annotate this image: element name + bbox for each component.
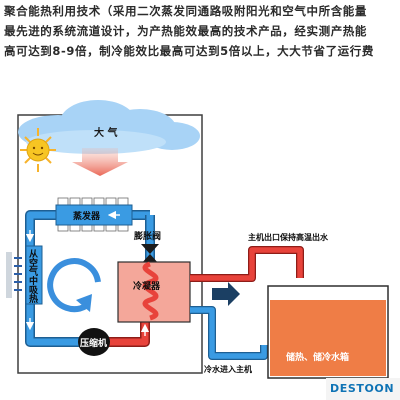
condenser-coil (142, 261, 159, 321)
intro-line-2: 最先进的系统流道设计，为产热能效最高的技术产品，经实测产热能 (4, 24, 367, 38)
intro-line-3: 高可达到8-9倍，制冷能效比最高可达到5倍以上，大大节省了运行费 (4, 44, 374, 58)
air-intake-label: 从 空 气 中 吸 热 (28, 249, 39, 305)
intro-line-1: 聚合能热利用技术（采用二次蒸发同通路吸附阳光和空气中所含能量 (4, 4, 367, 18)
fan-icon (6, 252, 22, 298)
compressor-label: 压缩机 (80, 337, 107, 349)
svg-text:中: 中 (29, 275, 38, 287)
intro-text: 聚合能热利用技术（采用二次蒸发同通路吸附阳光和空气中所含能量 最先进的系统流道设… (0, 0, 400, 70)
watermark: DESTOON (326, 378, 400, 400)
hot-water-out-label: 主机出口保持高温出水 (248, 232, 329, 242)
expansion-valve-label: 膨胀阀 (133, 230, 161, 242)
evaporator (55, 204, 133, 226)
heat-down-arrow-icon (72, 148, 128, 176)
svg-text:吸: 吸 (29, 285, 39, 296)
cold-water-inlet-pipe (190, 306, 268, 360)
svg-text:空: 空 (29, 257, 38, 269)
flow-direction-markers (25, 210, 150, 336)
watermark-text: DESTOON (330, 382, 395, 395)
svg-text:热: 热 (29, 293, 38, 305)
svg-text:气: 气 (28, 266, 38, 278)
circular-arrow-icon (47, 258, 101, 313)
storage-tank-label: 储热、储冷水箱 (286, 351, 349, 363)
sun-icon (20, 128, 56, 172)
atmosphere-label: 大 气 (94, 126, 117, 139)
storage-tank (267, 285, 389, 379)
evaporator-label: 蒸发器 (73, 210, 101, 222)
air-intake-label-box (25, 245, 43, 305)
svg-text:从: 从 (29, 249, 38, 260)
hot-water-outlet-pipe (190, 246, 304, 282)
cold-water-in-label: 冷水进入主机 (204, 364, 252, 374)
cloud-icon (18, 100, 200, 154)
condenser-label: 冷凝器 (133, 280, 161, 292)
flow-arrow-icon (212, 282, 240, 306)
compressor (78, 328, 110, 356)
